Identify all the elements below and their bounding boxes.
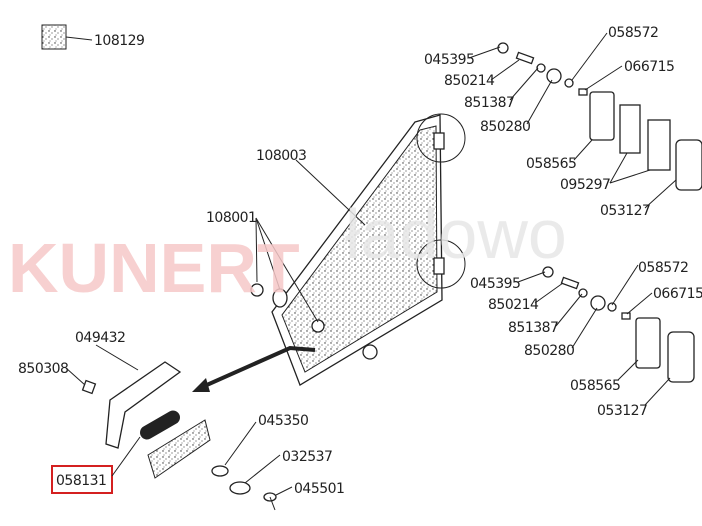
part-label-850214-top[interactable]: 850214 xyxy=(444,73,496,89)
part-label-095297[interactable]: 095297 xyxy=(560,177,611,193)
part-label-851387-bottom[interactable]: 851387 xyxy=(508,320,559,336)
part-label-108001[interactable]: 108001 xyxy=(206,210,257,226)
part-label-045395-bottom[interactable]: 045395 xyxy=(470,276,521,292)
part-label-045501[interactable]: 045501 xyxy=(294,481,345,497)
bottom-hinge-parts xyxy=(542,266,695,383)
felt-pad-icon xyxy=(41,24,67,50)
watermark-brand: KUNERT xyxy=(8,229,300,307)
part-label-045350[interactable]: 045350 xyxy=(258,413,309,429)
part-label-108129[interactable]: 108129 xyxy=(94,33,145,49)
part-label-058572-bottom[interactable]: 058572 xyxy=(638,260,689,276)
highlight-box xyxy=(51,465,113,494)
top-hinge-parts xyxy=(497,42,702,191)
part-label-058572-top[interactable]: 058572 xyxy=(608,25,659,41)
part-label-053127-bottom[interactable]: 053127 xyxy=(597,403,648,419)
part-label-850214-bottom[interactable]: 850214 xyxy=(488,297,540,313)
part-label-850280-bottom[interactable]: 850280 xyxy=(524,343,575,359)
window-panel xyxy=(271,113,466,386)
part-label-066715-bottom[interactable]: 066715 xyxy=(653,286,702,302)
watermark-suffix: ładowo xyxy=(345,195,567,273)
part-label-066715-top[interactable]: 066715 xyxy=(624,59,675,75)
part-label-851387-top[interactable]: 851387 xyxy=(464,95,515,111)
part-label-053127-top[interactable]: 053127 xyxy=(600,203,651,219)
part-label-049432[interactable]: 049432 xyxy=(75,330,126,346)
part-label-850308[interactable]: 850308 xyxy=(18,361,69,377)
part-label-108003[interactable]: 108003 xyxy=(256,148,307,164)
part-label-045395-top[interactable]: 045395 xyxy=(424,52,475,68)
part-label-058565-bottom[interactable]: 058565 xyxy=(570,378,621,394)
part-label-032537[interactable]: 032537 xyxy=(282,449,333,465)
part-label-058131-highlighted[interactable]: 058131 xyxy=(56,473,107,489)
latch-parts xyxy=(81,361,277,511)
part-label-058565-top[interactable]: 058565 xyxy=(526,156,577,172)
part-label-850280-top[interactable]: 850280 xyxy=(480,119,531,135)
direction-arrow xyxy=(199,345,316,390)
